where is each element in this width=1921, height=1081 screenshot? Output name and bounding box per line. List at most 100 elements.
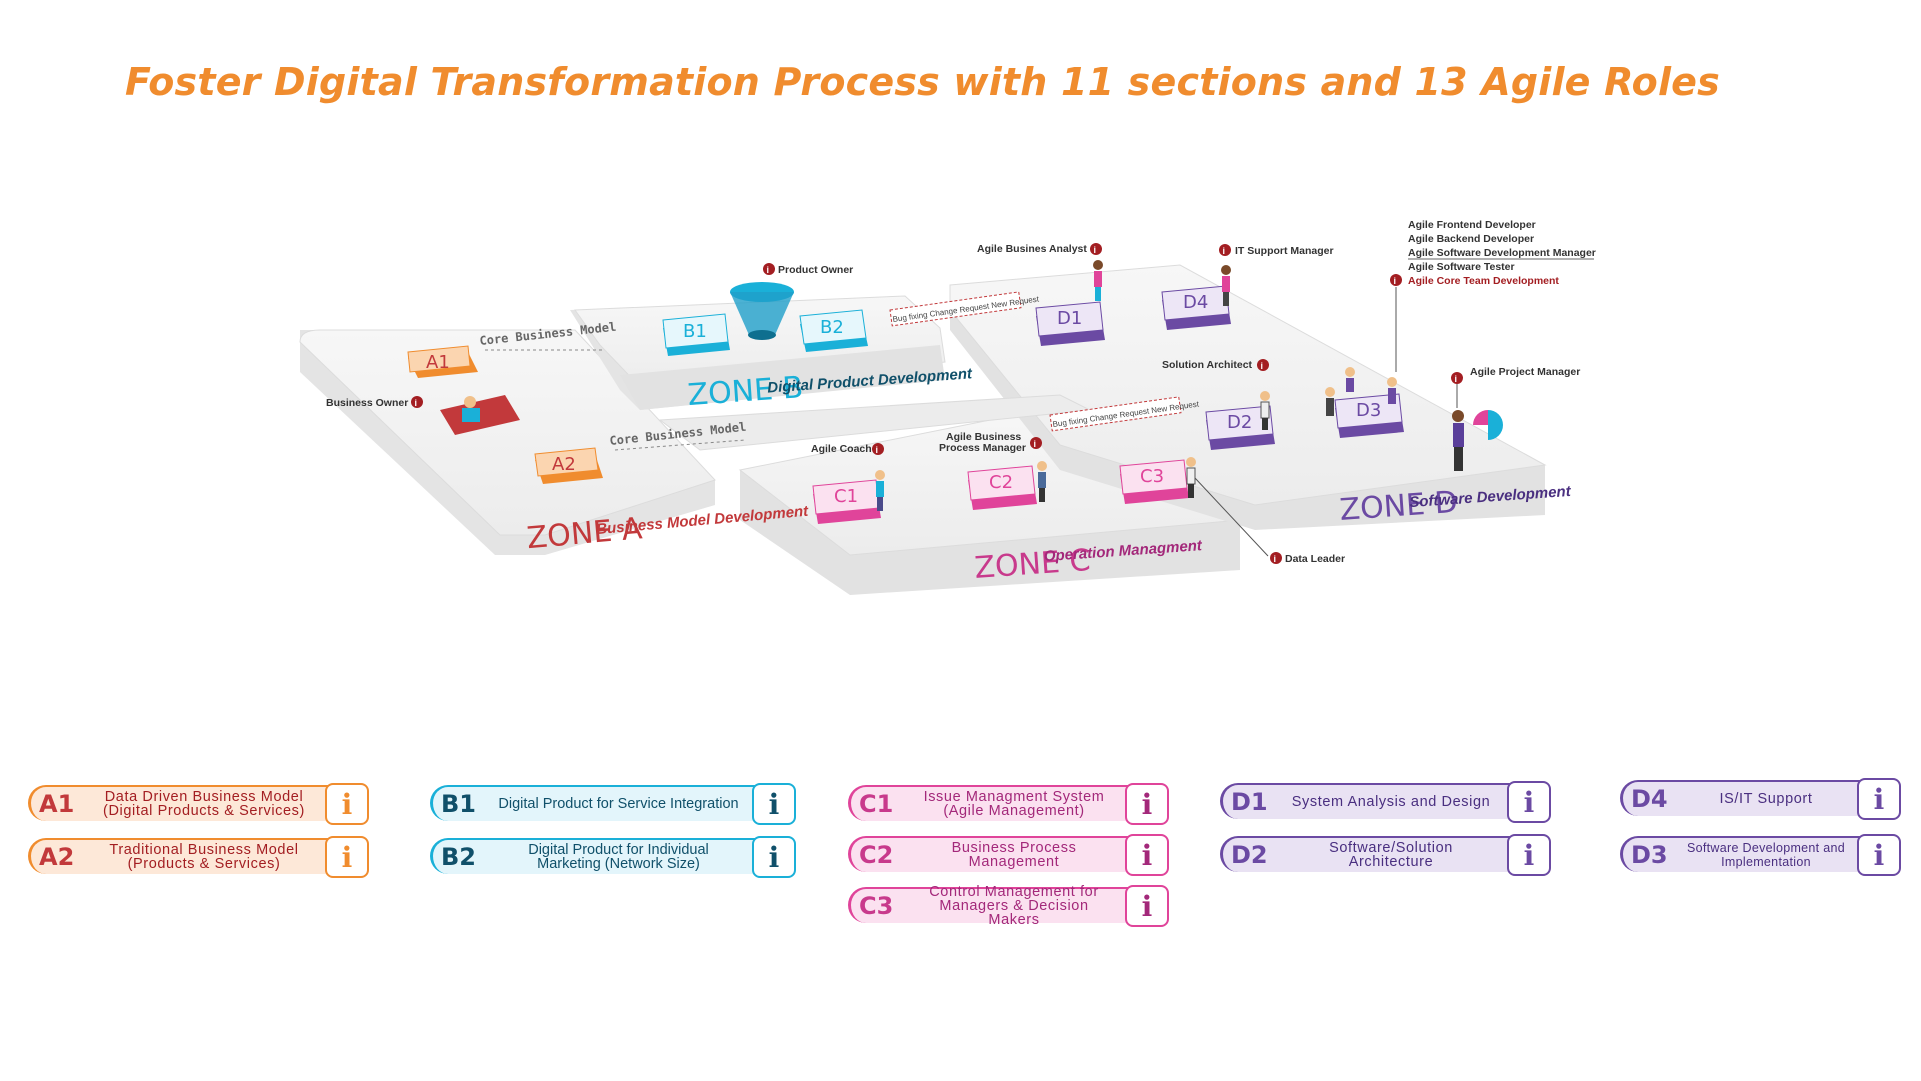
info-icon[interactable]: i: [752, 783, 796, 825]
legend-text: IS/IT Support: [1719, 791, 1813, 807]
legend-text: Digital Product for Individual Marketing…: [528, 842, 709, 872]
legend-text: Control Management for Managers & Decisi…: [929, 884, 1099, 928]
legend-code: A1: [39, 790, 75, 818]
legend-text: Software Development and Implementation: [1687, 841, 1845, 869]
legend-item-d1[interactable]: D1 System Analysis and Design i: [1220, 781, 1551, 823]
tile-b1[interactable]: B1: [662, 313, 730, 356]
process-manager-figure: [1037, 461, 1047, 502]
legend-item-d4[interactable]: D4 IS/IT Support i: [1620, 778, 1901, 820]
tile-a2[interactable]: A2: [534, 447, 603, 484]
tile-a1[interactable]: A1: [407, 345, 478, 378]
role-product-owner[interactable]: i Product Owner: [763, 263, 853, 276]
info-icon: [1451, 372, 1463, 384]
legend-code: D3: [1631, 841, 1668, 869]
info-icon[interactable]: i: [1857, 778, 1901, 820]
it-support-figure: [1221, 265, 1231, 306]
tile-b2[interactable]: B2: [799, 309, 868, 352]
tile-d4[interactable]: D4: [1161, 285, 1231, 330]
info-icon[interactable]: i: [325, 836, 369, 878]
svg-text:Agile Busines Analyst: Agile Busines Analyst: [977, 243, 1087, 255]
legend-item-c3[interactable]: C3 Control Management for Managers & Dec…: [848, 885, 1169, 927]
svg-text:B1: B1: [683, 321, 707, 342]
svg-text:i: i: [1094, 245, 1097, 255]
zone-a-platform: [299, 329, 716, 555]
analyst-figure: [1093, 260, 1103, 301]
legend-text: Data Driven Business Model (Digital Prod…: [103, 789, 305, 819]
svg-text:i: i: [1394, 276, 1397, 286]
legend-item-d3[interactable]: D3 Software Development and Implementati…: [1620, 834, 1901, 876]
role-it-support-manager[interactable]: i IT Support Manager: [1219, 244, 1334, 257]
legend-item-d2[interactable]: D2 Software/Solution Architecture i: [1220, 834, 1551, 876]
business-owner-figure: [440, 395, 520, 435]
role-agile-project-manager[interactable]: i Agile Project Manager: [1451, 366, 1580, 408]
svg-text:A2: A2: [552, 454, 576, 475]
tile-c1[interactable]: C1: [812, 479, 881, 524]
info-icon: [1390, 274, 1402, 286]
role-solution-architect[interactable]: Solution Architect i: [1162, 359, 1269, 371]
info-icon[interactable]: i: [1507, 834, 1551, 876]
info-icon[interactable]: i: [1125, 783, 1169, 825]
svg-text:ZONE B: ZONE B: [686, 370, 804, 413]
legend-item-b1[interactable]: B1 Digital Product for Service Integrati…: [430, 783, 796, 825]
tile-d2[interactable]: D2: [1205, 405, 1275, 450]
legend-code: D1: [1231, 788, 1268, 816]
role-agile-business-process-manager[interactable]: Agile Business Process Manager i: [939, 431, 1042, 454]
role-business-owner[interactable]: Business Owner i: [326, 396, 423, 409]
legend-code: B1: [441, 790, 476, 818]
svg-text:C1: C1: [834, 486, 858, 507]
legend-item-a2[interactable]: A2 Traditional Business Model (Products …: [28, 836, 369, 878]
architect-figure: [1260, 391, 1270, 430]
svg-text:D1: D1: [1057, 308, 1082, 329]
legend-code: B2: [441, 843, 476, 871]
svg-text:Data Leader: Data Leader: [1285, 553, 1345, 565]
svg-text:i: i: [1261, 361, 1264, 371]
legend-text: Business Process Management: [951, 840, 1077, 870]
svg-text:Agile Backend Developer: Agile Backend Developer: [1408, 233, 1534, 245]
info-icon: [1257, 359, 1269, 371]
info-icon: [763, 263, 775, 275]
svg-text:D2: D2: [1227, 412, 1252, 433]
tile-c2[interactable]: C2: [967, 465, 1037, 510]
legend-item-c1[interactable]: C1 Issue Managment System (Agile Managem…: [848, 783, 1169, 825]
svg-text:i: i: [876, 445, 879, 455]
svg-text:Process Manager: Process Manager: [939, 442, 1026, 454]
legend-code: C1: [859, 790, 894, 818]
info-icon: [1270, 552, 1282, 564]
legend-text: Digital Product for Service Integration: [498, 796, 739, 812]
page-title: Foster Digital Transformation Process wi…: [125, 60, 1720, 104]
svg-text:ZONE C: ZONE C: [973, 543, 1091, 586]
info-icon[interactable]: i: [1125, 885, 1169, 927]
svg-text:ZONE D: ZONE D: [1338, 485, 1458, 528]
legend-code: C2: [859, 841, 894, 869]
svg-text:i: i: [1455, 374, 1458, 384]
legend-item-c2[interactable]: C2 Business Process Management i: [848, 834, 1169, 876]
info-icon[interactable]: i: [1507, 781, 1551, 823]
legend-item-b2[interactable]: B2 Digital Product for Individual Market…: [430, 836, 796, 878]
svg-text:Solution Architect: Solution Architect: [1162, 359, 1253, 371]
role-agile-team-list[interactable]: Agile Frontend Developer Agile Backend D…: [1390, 219, 1596, 372]
tile-c3[interactable]: C3: [1119, 459, 1189, 504]
legend-item-a1[interactable]: A1 Data Driven Business Model (Digital P…: [28, 783, 369, 825]
role-data-leader[interactable]: i Data Leader: [1194, 477, 1345, 565]
info-icon[interactable]: i: [1125, 834, 1169, 876]
legend-text: System Analysis and Design: [1291, 794, 1491, 810]
role-agile-coach[interactable]: Agile Coach i: [811, 443, 884, 455]
svg-text:C2: C2: [989, 472, 1013, 493]
info-icon[interactable]: i: [1857, 834, 1901, 876]
svg-text:D3: D3: [1356, 400, 1381, 421]
info-icon: [1030, 437, 1042, 449]
agile-coach-figure: [875, 470, 885, 511]
dev-team-figures: [1325, 367, 1397, 416]
info-icon[interactable]: i: [325, 783, 369, 825]
info-icon: [1219, 244, 1231, 256]
product-owner-funnel-illustration: [730, 282, 794, 340]
zone-d-label: ZONE D Software Development: [1338, 483, 1572, 528]
info-icon[interactable]: i: [752, 836, 796, 878]
svg-text:Agile Project Manager: Agile Project Manager: [1470, 366, 1580, 378]
tile-d3[interactable]: D3: [1334, 393, 1404, 438]
tile-d1[interactable]: D1: [1035, 301, 1105, 346]
role-agile-business-analyst[interactable]: Agile Busines Analyst i: [977, 243, 1102, 255]
info-icon: [411, 396, 423, 408]
legend-code: A2: [39, 843, 75, 871]
